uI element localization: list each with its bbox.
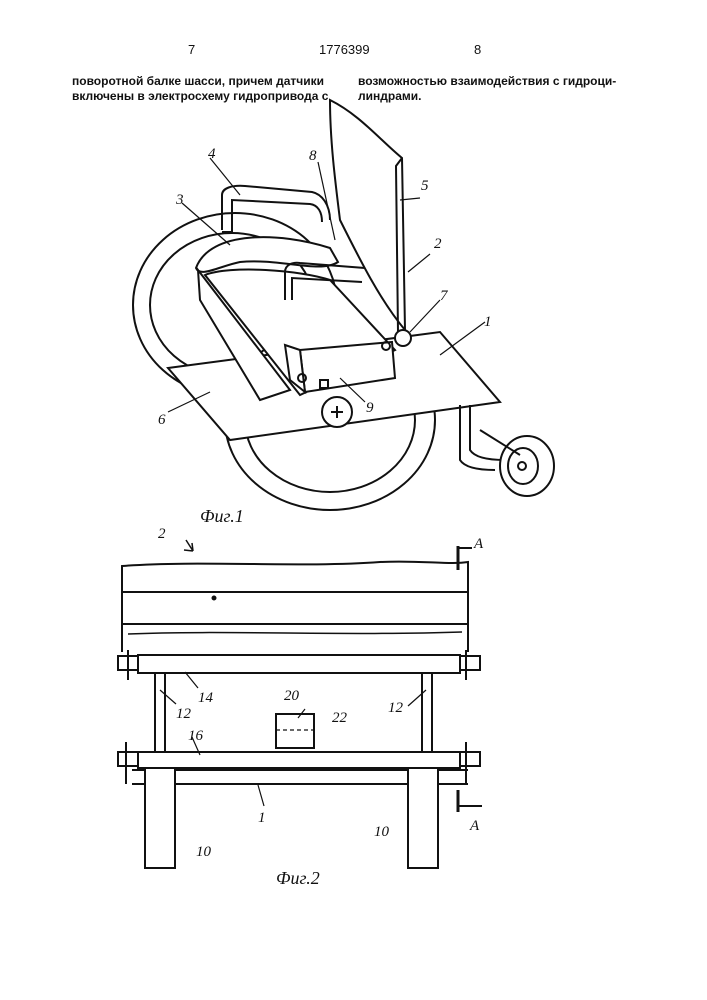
- fig2-label-12-left: 12: [176, 706, 192, 722]
- fig2-label-12-right: 12: [388, 700, 404, 716]
- fig2-label-22: 22: [332, 710, 348, 726]
- fig2-label-10-right: 10: [374, 824, 390, 840]
- fig2-label-14: 14: [198, 690, 214, 706]
- fig2-label-10-left: 10: [196, 844, 212, 860]
- fig2-label-1: 1: [258, 810, 266, 826]
- fig2-caption: Фиг.2: [276, 868, 320, 888]
- fig2-label-2: 2: [158, 526, 166, 542]
- fig2-section-a-top: A: [473, 536, 484, 552]
- fig2-label-16: 16: [188, 728, 204, 744]
- fig2-section-a-bottom: A: [469, 818, 480, 834]
- fig2-label-20: 20: [284, 688, 300, 704]
